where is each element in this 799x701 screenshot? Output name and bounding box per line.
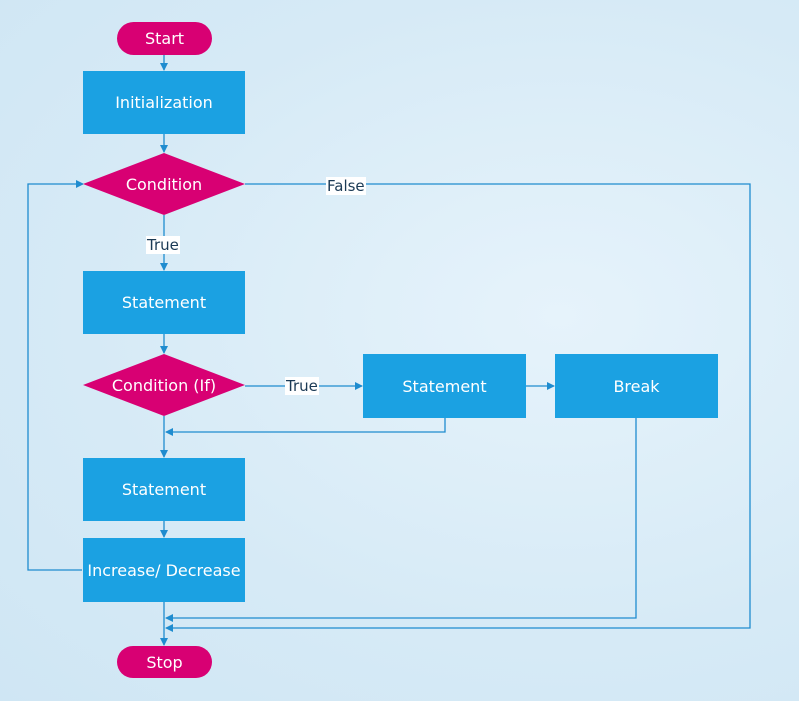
edge-break-merge	[165, 418, 637, 622]
statement-if-label: Statement	[402, 376, 487, 396]
statement-label-2: Statement	[121, 480, 207, 499]
statement-if-box: Statement	[363, 354, 526, 418]
condition-diamond	[83, 153, 245, 215]
condition-if-diamond	[83, 354, 245, 416]
break-label: Break	[613, 376, 660, 396]
initialization-label: Initialization	[115, 93, 213, 112]
statement-label-1: Statement	[121, 293, 207, 312]
statement-box-1: Statement	[83, 271, 245, 334]
condition-label: Condition	[125, 174, 203, 194]
increase-decrease-label: Increase/ Decrease	[87, 560, 241, 580]
start-terminal: Start	[117, 22, 212, 55]
condition-if-label: Condition (If)	[111, 375, 217, 395]
break-box: Break	[555, 354, 718, 418]
stop-terminal: Stop	[117, 646, 212, 678]
start-label: Start	[144, 29, 185, 48]
stop-label: Stop	[146, 652, 183, 672]
edge-statementif-merge	[165, 418, 446, 436]
initialization-box: Initialization	[83, 71, 245, 134]
edge-increase-loop	[27, 180, 84, 571]
increase-decrease-box: Increase/ Decrease	[83, 538, 245, 602]
if-true-edge-label: True	[285, 377, 319, 395]
statement-box-2: Statement	[83, 458, 245, 521]
true-edge-label: True	[146, 236, 180, 254]
edge-condition-false	[165, 183, 751, 632]
false-edge-label: False	[326, 177, 366, 195]
